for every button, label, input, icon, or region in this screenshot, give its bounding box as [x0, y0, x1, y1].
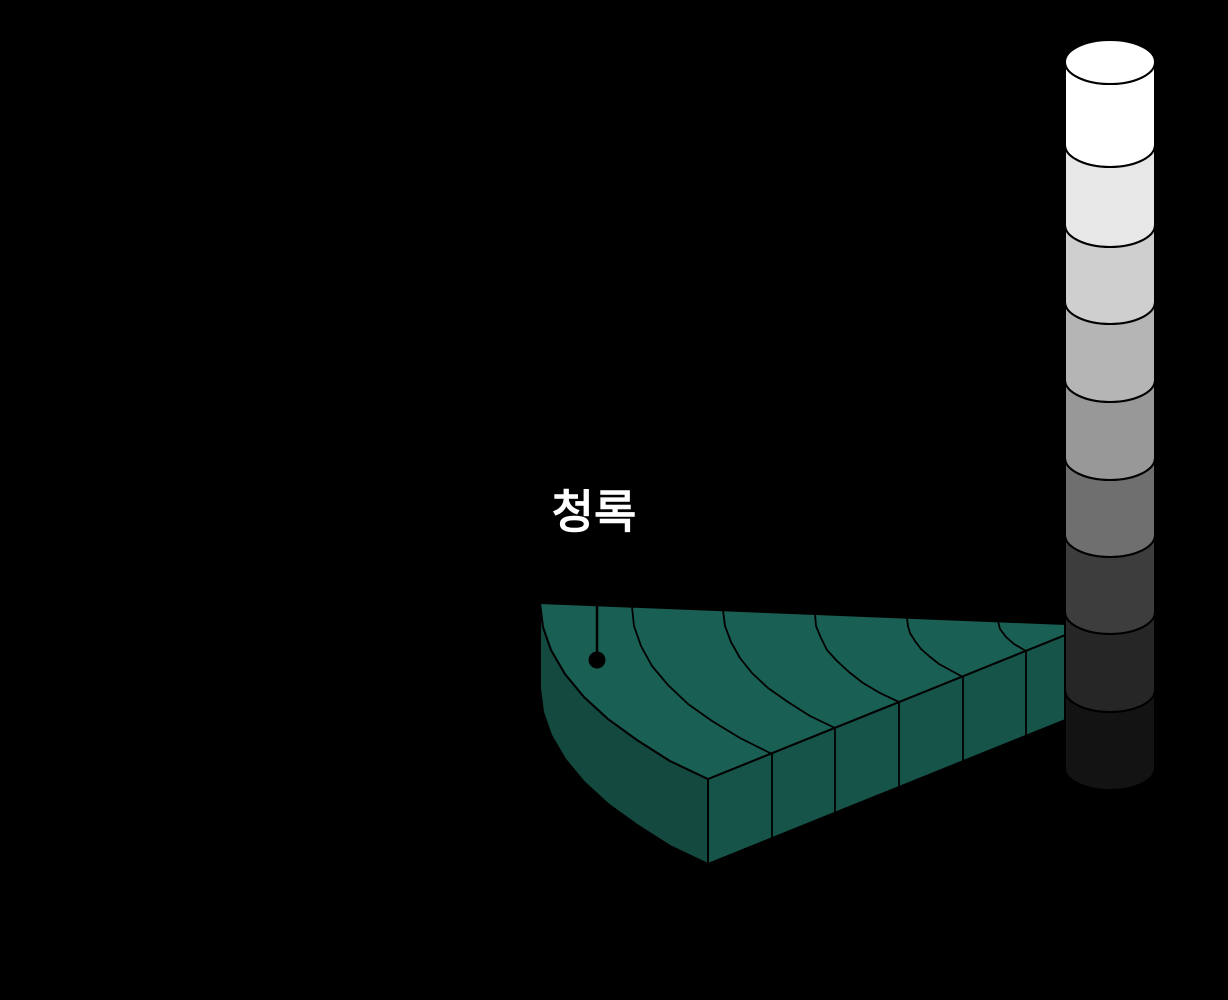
chroma-arc-1: [997, 620, 1027, 652]
value-scale-top-cap: [1064, 39, 1156, 85]
chroma-arc-4: [722, 609, 836, 729]
value-step-9: [1064, 689, 1156, 791]
chroma-arc-3: [814, 613, 900, 703]
chroma-arc-5: [631, 606, 773, 755]
wedge-top-face: [539, 602, 1091, 780]
hue-slice-wedge: [539, 602, 1091, 865]
value-scale-column: [1064, 39, 1156, 791]
chroma-arc-2: [906, 617, 964, 678]
color-point-marker: [588, 605, 606, 669]
hue-label: 청록: [552, 485, 637, 539]
marker-dot: [588, 651, 606, 669]
